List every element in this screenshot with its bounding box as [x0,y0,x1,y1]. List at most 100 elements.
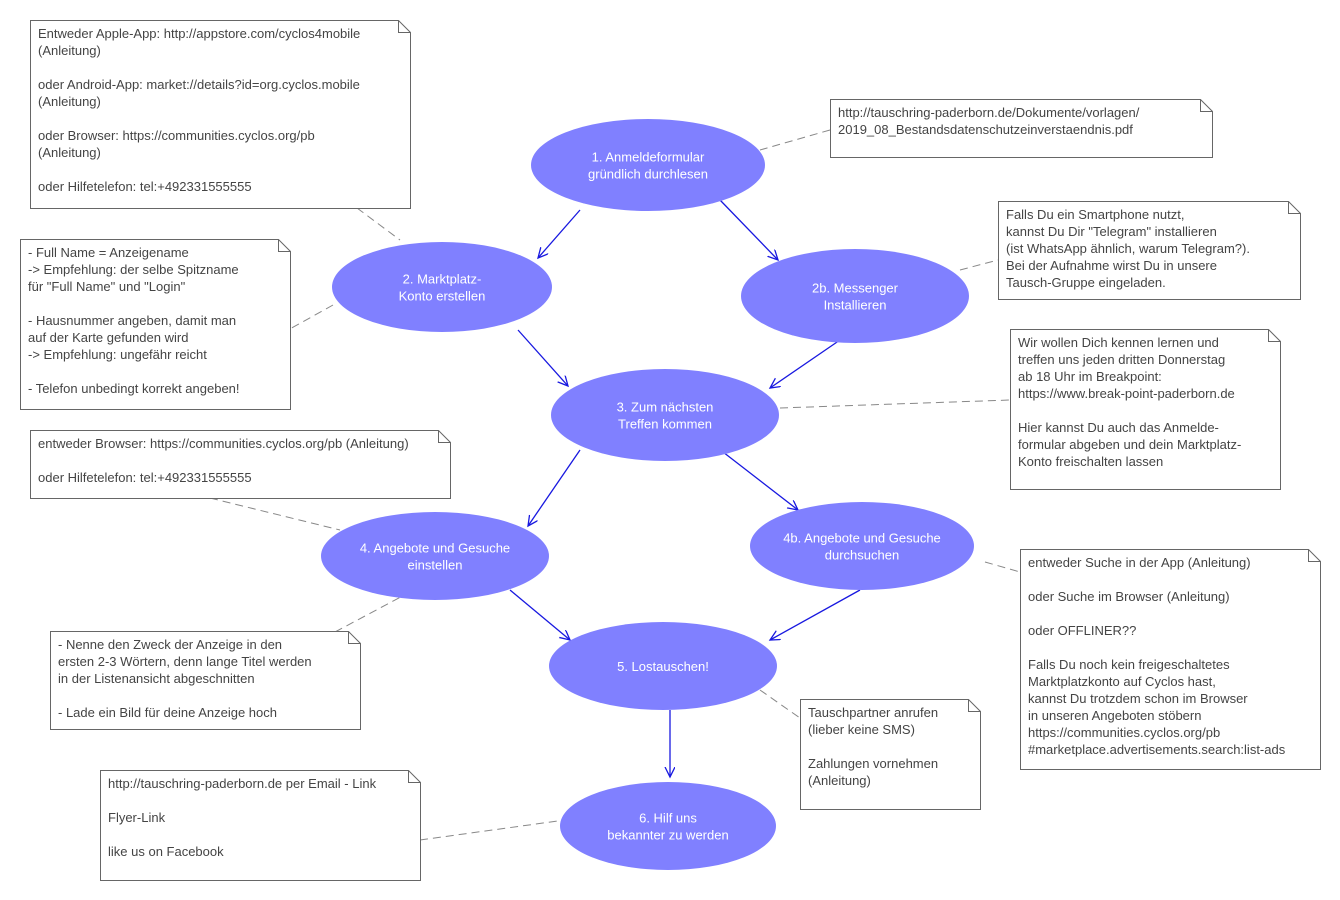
connector-meeting-note [779,399,1011,409]
note-line[interactable]: entweder Browser: https://communities.cy… [38,436,409,451]
note-box [1010,329,1281,490]
connectors [209,129,1021,841]
note-box [800,699,981,810]
note-meeting: Wir wollen Dich kennen lernen und treffen… [1010,329,1281,490]
note-line: Marktplatzkonto auf Cyclos hast, [1028,674,1216,689]
node-label: bekannter zu werden [607,828,728,843]
node-ellipse [321,512,549,600]
connector-trade-note [759,689,801,719]
note-line: treffen uns jeden dritten Donnerstag [1018,352,1225,367]
notes: Entweder Apple-App: http://appstore.com/… [20,20,1321,881]
note-line[interactable]: oder Hilfetelefon: tel:+492331555555 [38,470,252,485]
note-line: kannst Du Dir "Telegram" installieren [1006,224,1217,239]
node-n6: 6. Hilf uns bekannter zu werden [560,782,776,870]
note-line: oder Suche im Browser (Anleitung) [1028,589,1230,604]
arrow-3-4 [528,449,581,526]
node-label: einstellen [408,558,463,573]
node-ellipse [551,369,779,461]
connector-offers-tips [334,591,411,633]
note-line: Tausch-Gruppe eingeladen. [1006,275,1166,290]
arrow-4-5 [509,589,570,640]
note-line: formular abgeben und dein Marktplatz- [1018,437,1241,452]
note-line[interactable]: http://tauschring-paderborn.de/Dokumente… [838,105,1140,120]
note-line: #marketplace.advertisements.search:list-… [1028,742,1286,757]
note-line[interactable]: http://tauschring-paderborn.de per Email… [108,776,377,791]
note-line: Hier kannst Du auch das Anmelde- [1018,420,1219,435]
connector-form-anmeldung [759,129,831,151]
node-label: 2b. Messenger [812,281,899,296]
node-ellipse [741,249,969,343]
note-line: (Anleitung) [38,94,101,109]
note-line: in unseren Angeboten stöbern [1028,708,1201,723]
note-box [1020,549,1321,770]
node-label: 1. Anmeldeformular [592,150,705,165]
note-line: Flyer-Link [108,810,166,825]
node-n4: 4. Angebote und Gesuche einstellen [321,512,549,600]
node-ellipse [531,119,765,211]
node-label: 4. Angebote und Gesuche [360,541,510,556]
note-line[interactable]: Entweder Apple-App: http://appstore.com/… [38,26,360,41]
note-line: -> Empfehlung: der selbe Spitzname [28,262,239,277]
note-box [830,99,1213,158]
note-line: ab 18 Uhr im Breakpoint: [1018,369,1162,384]
node-ellipse [750,502,974,590]
note-line: (ist WhatsApp ähnlich, warum Telegram?). [1006,241,1250,256]
note-line: (Anleitung) [38,145,101,160]
connector-messenger-note [959,259,999,271]
node-label: Installieren [824,298,887,313]
connector-search-note [984,561,1021,573]
node-n5: 5. Lostauschen! [549,622,777,710]
note-line: (lieber keine SMS) [808,722,915,737]
note-offers-tips: - Nenne den Zweck der Anzeige in den ers… [50,631,361,730]
note-line[interactable]: oder Android-App: market://details?id=or… [38,77,360,92]
note-line: entweder Suche in der App (Anleitung) [1028,555,1251,570]
node-ellipse [332,242,552,332]
arrow-1-2b [719,199,778,260]
note-line: ersten 2-3 Wörtern, denn lange Titel wer… [58,654,312,669]
note-line: - Lade ein Bild für deine Anzeige hoch [58,705,277,720]
arrow-3-4b [722,451,798,510]
note-line: - Nenne den Zweck der Anzeige in den [58,637,282,652]
note-line[interactable]: https://www.break-point-paderborn.de [1018,386,1235,401]
note-app: Entweder Apple-App: http://appstore.com/… [30,20,411,209]
note-form: http://tauschring-paderborn.de/Dokumente… [830,99,1213,158]
note-trade: Tauschpartner anrufen(lieber keine SMS)Z… [800,699,981,810]
node-label: 2. Marktplatz- [403,272,482,287]
note-messenger: Falls Du ein Smartphone nutzt, kannst Du … [998,201,1301,300]
note-box [20,239,291,410]
note-offers-create: entweder Browser: https://communities.cy… [30,430,451,499]
note-line: - Hausnummer angeben, damit man [28,313,236,328]
connector-offers-create [209,497,341,531]
note-line: Zahlungen vornehmen [808,756,938,771]
note-box [30,20,411,209]
node-label: 5. Lostauschen! [617,659,709,674]
node-label: Konto erstellen [399,289,486,304]
arrow-2-3 [517,329,568,386]
note-line: - Full Name = Anzeigename [28,245,189,260]
note-line[interactable]: oder Hilfetelefon: tel:+492331555555 [38,179,252,194]
note-line: Wir wollen Dich kennen lernen und [1018,335,1219,350]
note-line[interactable]: https://communities.cyclos.org/pb [1028,725,1220,740]
note-line: Falls Du ein Smartphone nutzt, [1006,207,1184,222]
note-box [998,201,1301,300]
node-ellipse [549,622,777,710]
note-line[interactable]: oder Browser: https://communities.cyclos… [38,128,315,143]
arrow-4b-5 [770,589,861,640]
note-line: in der Listenansicht abgeschnitten [58,671,255,686]
note-line: oder OFFLINER?? [1028,623,1136,638]
note-line: für "Full Name" und "Login" [28,279,186,294]
note-line: (Anleitung) [808,773,871,788]
arrow-1-2 [538,209,581,258]
flow-arrows [509,199,861,777]
note-line: -> Empfehlung: ungefähr reicht [28,347,207,362]
node-label: 4b. Angebote und Gesuche [783,531,941,546]
node-label: 6. Hilf uns [639,811,697,826]
note-line: (Anleitung) [38,43,101,58]
node-label: 3. Zum nächsten [617,400,714,415]
note-line: Falls Du noch kein freigeschaltetes [1028,657,1230,672]
